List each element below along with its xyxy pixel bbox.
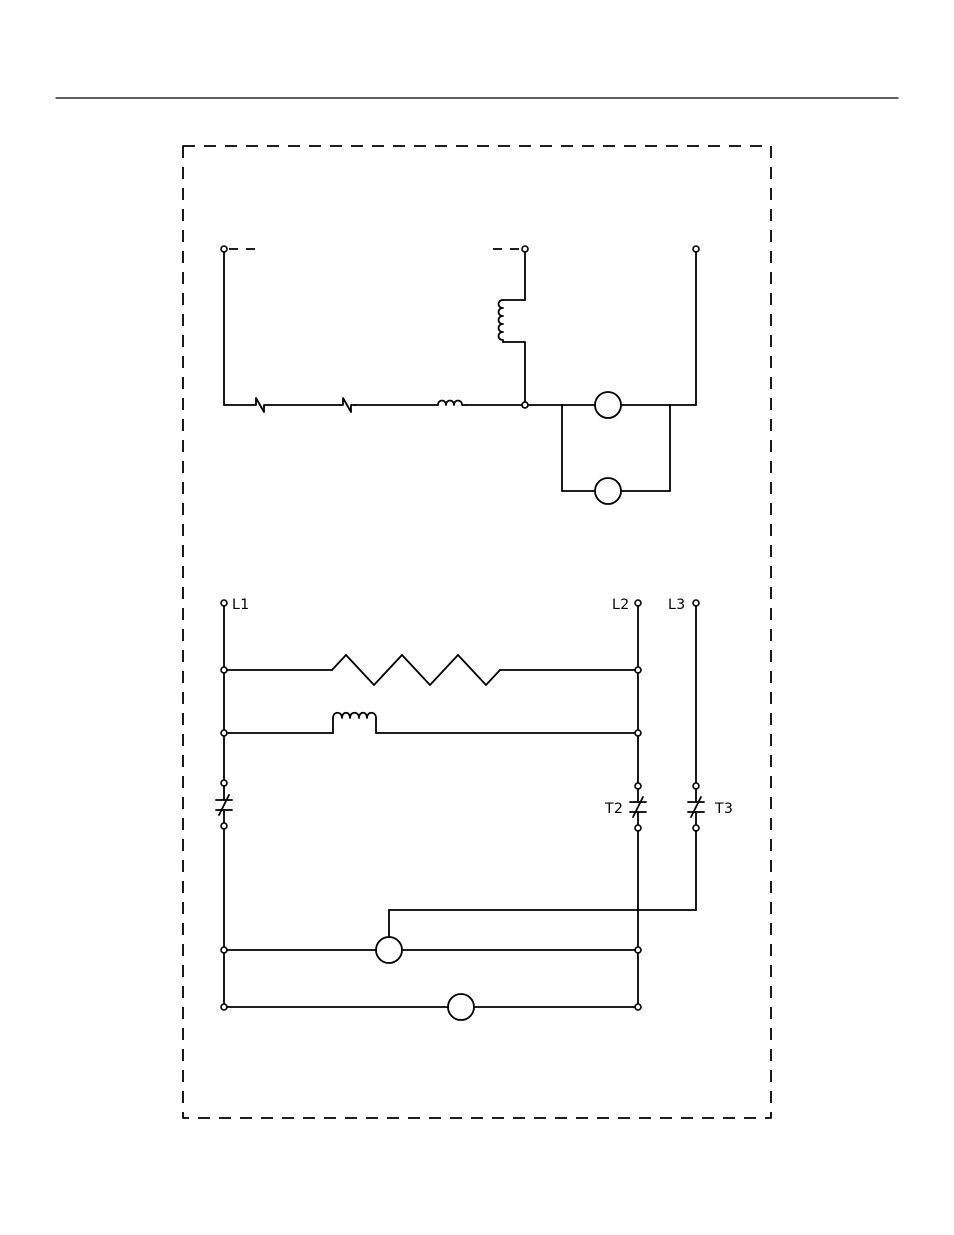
label-t3: T3: [714, 801, 733, 817]
heater-element: [331, 654, 501, 686]
t3-contact-slash: [690, 796, 702, 818]
l1-contact-slash: [218, 794, 230, 816]
label-t2: T2: [604, 801, 623, 817]
contactor-coil: [332, 711, 377, 719]
enclosure-border: [182, 145, 772, 1119]
label-l2: L2: [612, 597, 630, 613]
t2-contact-slash: [632, 796, 644, 818]
motor-upper-2: [594, 477, 622, 505]
fan-motor: [447, 993, 475, 1021]
motor-upper-1: [594, 391, 622, 419]
compressor-motor: [375, 936, 403, 964]
thermostat-switch-2: [339, 397, 356, 413]
label-l3: L3: [668, 597, 686, 613]
label-l1: L1: [232, 597, 250, 613]
relay-coil-horizontal: [437, 399, 467, 406]
thermostat-switch-1: [252, 397, 269, 413]
relay-coil-vertical: [497, 299, 504, 343]
control-circuit: [220, 245, 700, 505]
power-circuit: L1 L2: [215, 597, 733, 1021]
